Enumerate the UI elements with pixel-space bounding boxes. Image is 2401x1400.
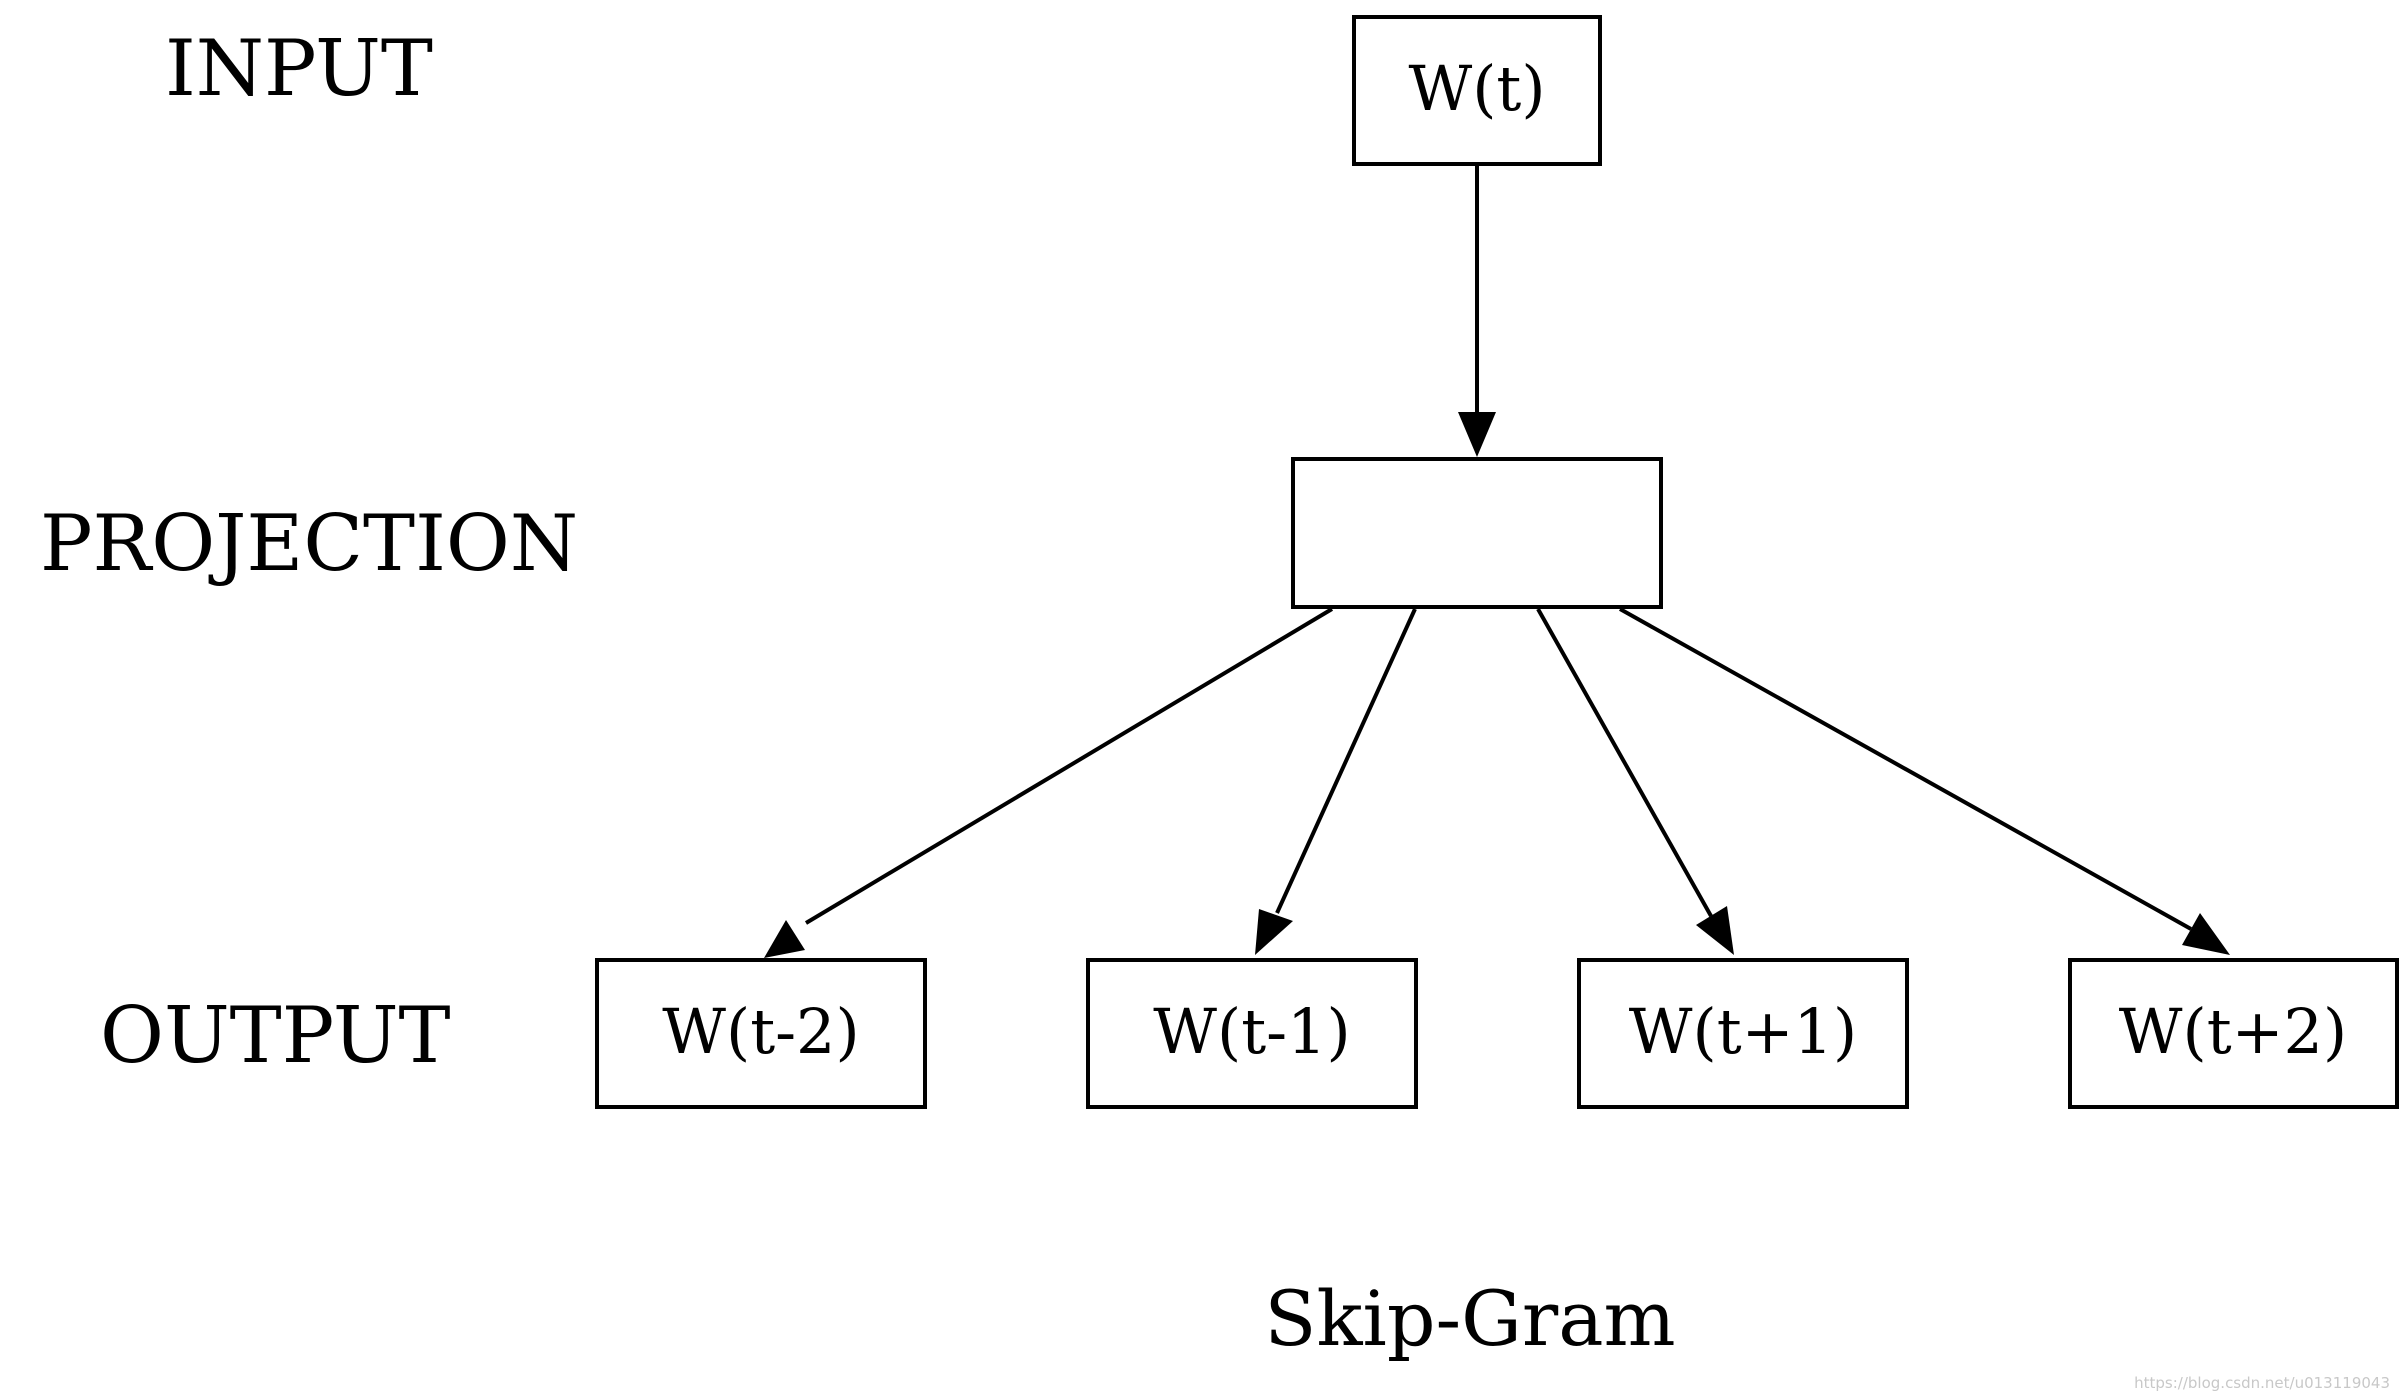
output-node: W(t+1) <box>1577 958 1909 1109</box>
arrowhead <box>1696 906 1734 955</box>
edge-projection-to-output-4 <box>1619 607 2230 955</box>
output-node-label: W(t+2) <box>2119 995 2347 1068</box>
edge-projection-to-output-3 <box>1536 608 1734 955</box>
output-node-label: W(t-2) <box>662 995 859 1068</box>
input-layer-label: INPUT <box>165 24 433 114</box>
projection-node <box>1291 457 1663 609</box>
arrowhead <box>764 920 805 958</box>
watermark: https://blog.csdn.net/u013119043 <box>2134 1374 2390 1392</box>
edge-projection-to-output-1 <box>764 607 1334 958</box>
output-node: W(t-2) <box>595 958 927 1109</box>
output-node-label: W(t+1) <box>1629 995 1857 1068</box>
projection-layer-label: PROJECTION <box>40 499 578 589</box>
edge-input-to-projection <box>1458 164 1496 457</box>
output-node: W(t-1) <box>1086 958 1418 1109</box>
input-node-label: W(t) <box>1408 52 1545 125</box>
arrowhead-down <box>1458 412 1496 457</box>
arrowhead <box>1255 909 1293 955</box>
input-node: W(t) <box>1352 15 1602 166</box>
output-node: W(t+2) <box>2068 958 2399 1109</box>
edge-projection-to-output-2 <box>1255 608 1417 955</box>
diagram-caption: Skip-Gram <box>1264 1274 1675 1363</box>
arrowhead <box>2182 913 2230 955</box>
output-node-label: W(t-1) <box>1153 995 1350 1068</box>
output-layer-label: OUTPUT <box>100 991 451 1081</box>
